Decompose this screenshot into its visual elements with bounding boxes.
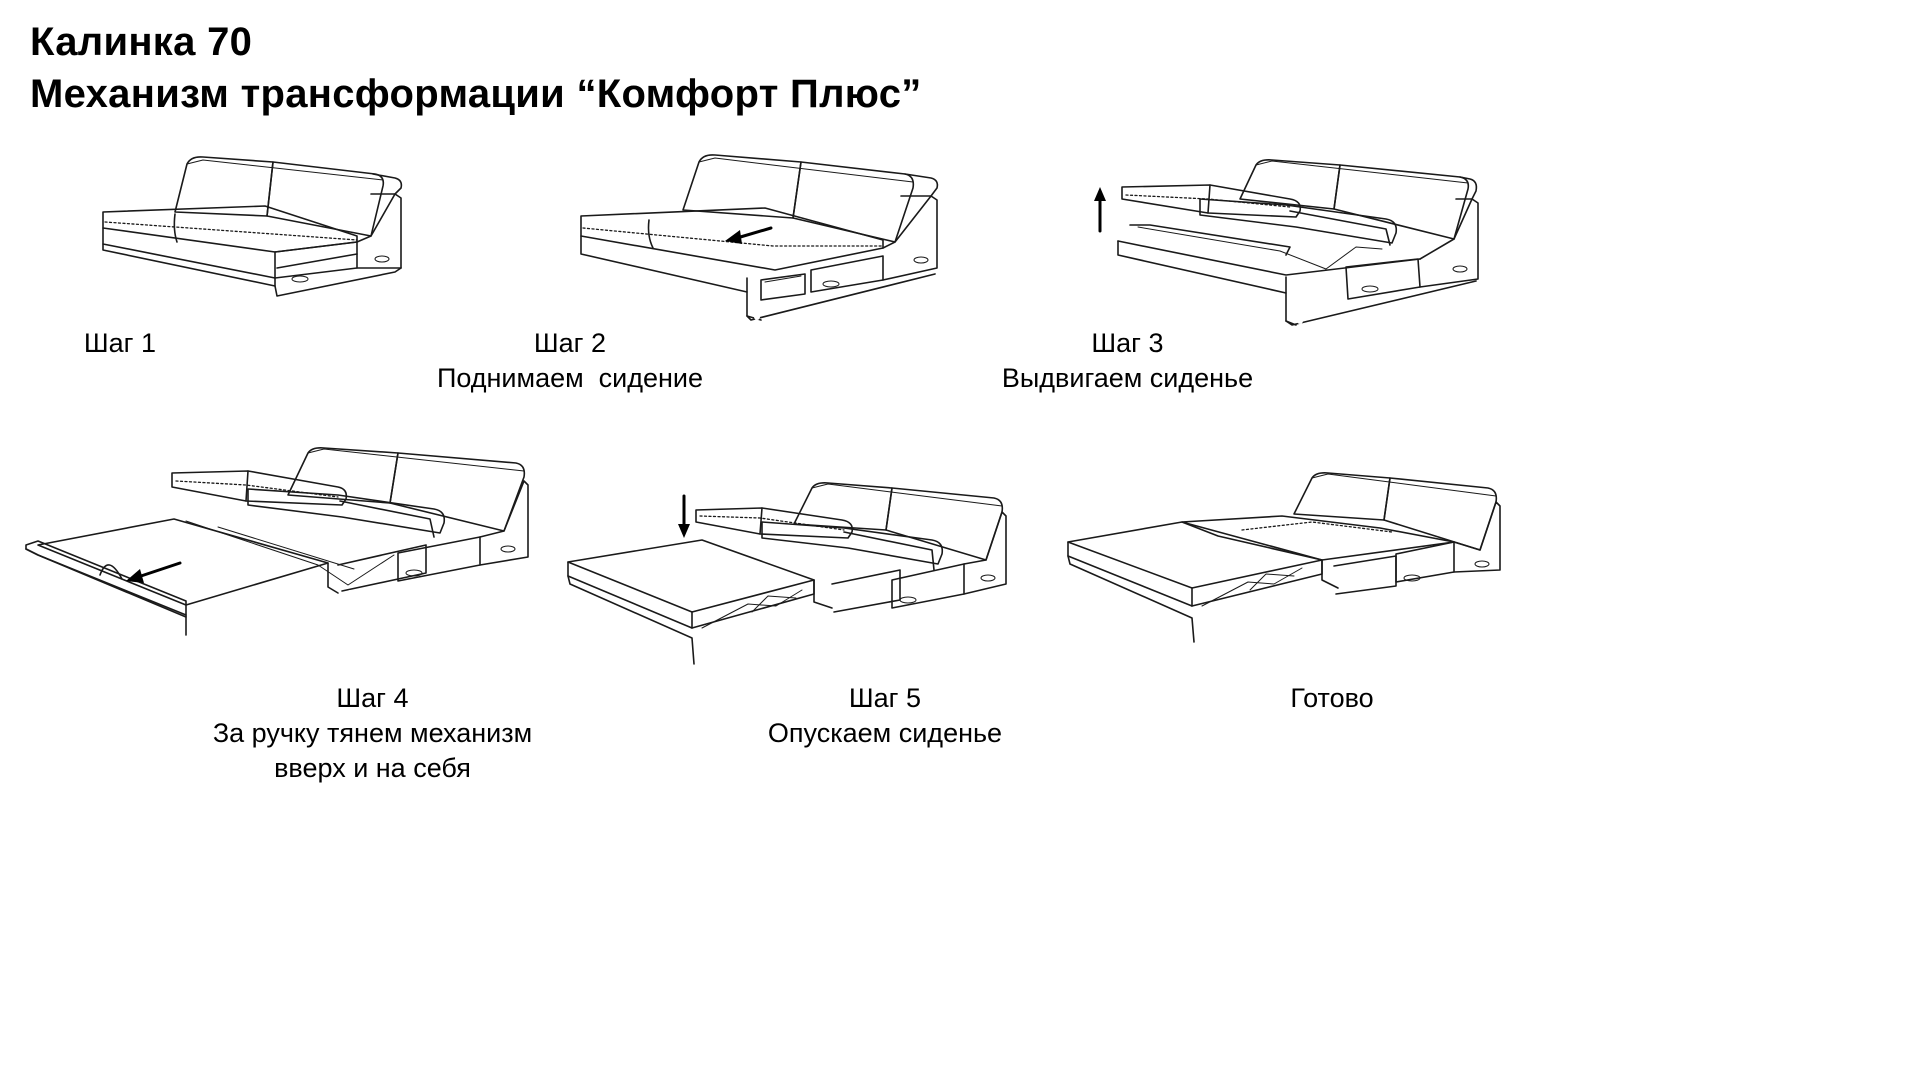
step-4-text-line2: вверх и на себя — [274, 753, 471, 783]
step-2-label: Шаг 2 — [533, 328, 607, 358]
step-2-caption: Шаг 2 Поднимаем сидение — [380, 326, 760, 396]
sofa-done-illustration — [1062, 470, 1507, 665]
step-4-label: Шаг 4 — [336, 683, 409, 713]
step-5-caption: Шаг 5 Опускаем сиденье — [735, 681, 1035, 751]
sofa-step-5-illustration — [562, 480, 1012, 675]
step-3-caption: Шаг 3 Выдвигаем сиденье — [950, 326, 1305, 396]
sofa-step-2-illustration — [575, 150, 945, 335]
step-4-text-line1: За ручку тянем механизм — [212, 718, 533, 748]
step-5-label: Шаг 5 — [848, 683, 922, 713]
page-subtitle: Механизм трансформации “Комфорт Плюс” — [30, 72, 922, 116]
done-label: Готово — [1290, 683, 1374, 713]
done-caption: Готово — [1232, 681, 1432, 716]
step-5-text: Опускаем сиденье — [767, 718, 1003, 748]
step-2-text: Поднимаем сидение — [436, 363, 704, 393]
step-1-label: Шаг 1 — [83, 328, 157, 358]
sofa-step-3-illustration — [1090, 155, 1490, 335]
page-title: Калинка 70 — [30, 20, 253, 64]
sofa-step-1-illustration — [95, 150, 415, 310]
step-1-caption: Шаг 1 — [40, 326, 200, 361]
sofa-step-4-illustration — [18, 445, 533, 655]
step-3-label: Шаг 3 — [1091, 328, 1164, 358]
step-3-text: Выдвигаем сиденье — [1001, 363, 1254, 393]
step-4-caption: Шаг 4 За ручку тянем механизм вверх и на… — [150, 681, 595, 786]
